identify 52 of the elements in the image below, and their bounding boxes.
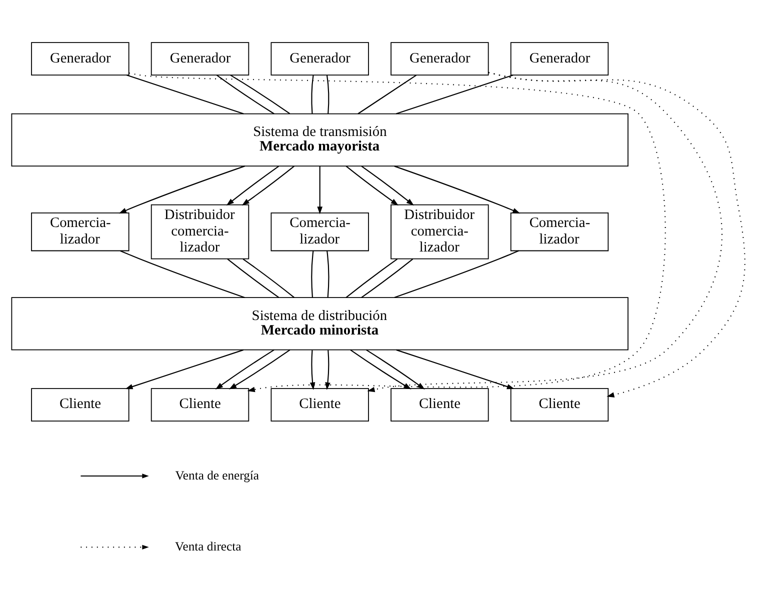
- node-box: Comercia- lizador: [270, 212, 369, 252]
- connector: [216, 74, 274, 114]
- connector: [396, 74, 514, 114]
- node-box: Distribuidor comercia- lizador: [390, 204, 489, 260]
- node-box: Sistema de transmisión Mercado mayorista: [11, 113, 628, 166]
- node-box: Cliente: [270, 388, 369, 422]
- arrow: [317, 166, 322, 214]
- node-box: Generador: [510, 42, 609, 76]
- connector: [326, 75, 330, 114]
- arrow: [488, 72, 746, 398]
- arrow: [226, 166, 280, 206]
- connector: [326, 250, 330, 298]
- arrow: [366, 349, 425, 390]
- node-box: Generador: [270, 42, 369, 76]
- connector: [120, 250, 246, 298]
- node-box: Generador: [31, 42, 130, 76]
- connector: [230, 74, 290, 114]
- connector: [394, 250, 519, 298]
- connector: [242, 258, 295, 298]
- legend-label: Venta directa: [175, 540, 242, 554]
- arrow: [396, 349, 515, 390]
- node-box: Cliente: [510, 388, 609, 422]
- arrow: [367, 72, 722, 392]
- arrow: [229, 350, 290, 390]
- legend-label: Venta de energía: [175, 468, 260, 482]
- arrow: [125, 349, 244, 390]
- arrow: [128, 72, 666, 392]
- arrow: [325, 350, 330, 390]
- node-box: Comercia- lizador: [31, 212, 130, 252]
- connector: [346, 258, 398, 298]
- arrow: [394, 166, 520, 214]
- arrow: [346, 166, 398, 206]
- arrow: [215, 349, 274, 390]
- arrow: [310, 350, 316, 390]
- connector: [126, 74, 244, 114]
- node-box: Generador: [390, 42, 489, 76]
- connector: [358, 74, 417, 114]
- node-box: Cliente: [390, 388, 489, 422]
- node-box: Comercia- lizador: [510, 212, 609, 252]
- connector: [361, 258, 414, 298]
- connector: [311, 250, 314, 298]
- node-box: Generador: [150, 42, 250, 76]
- node-box: Cliente: [31, 388, 130, 422]
- connector: [227, 258, 280, 298]
- node-box: Distribuidor comercia- lizador: [150, 204, 250, 260]
- arrow: [361, 166, 414, 206]
- node-box: Cliente: [150, 388, 250, 422]
- connector: [311, 75, 314, 114]
- node-box: Sistema de distribución Mercado minorista: [11, 297, 628, 350]
- arrow: [350, 350, 412, 390]
- arrow: [118, 166, 246, 214]
- arrow: [242, 166, 294, 206]
